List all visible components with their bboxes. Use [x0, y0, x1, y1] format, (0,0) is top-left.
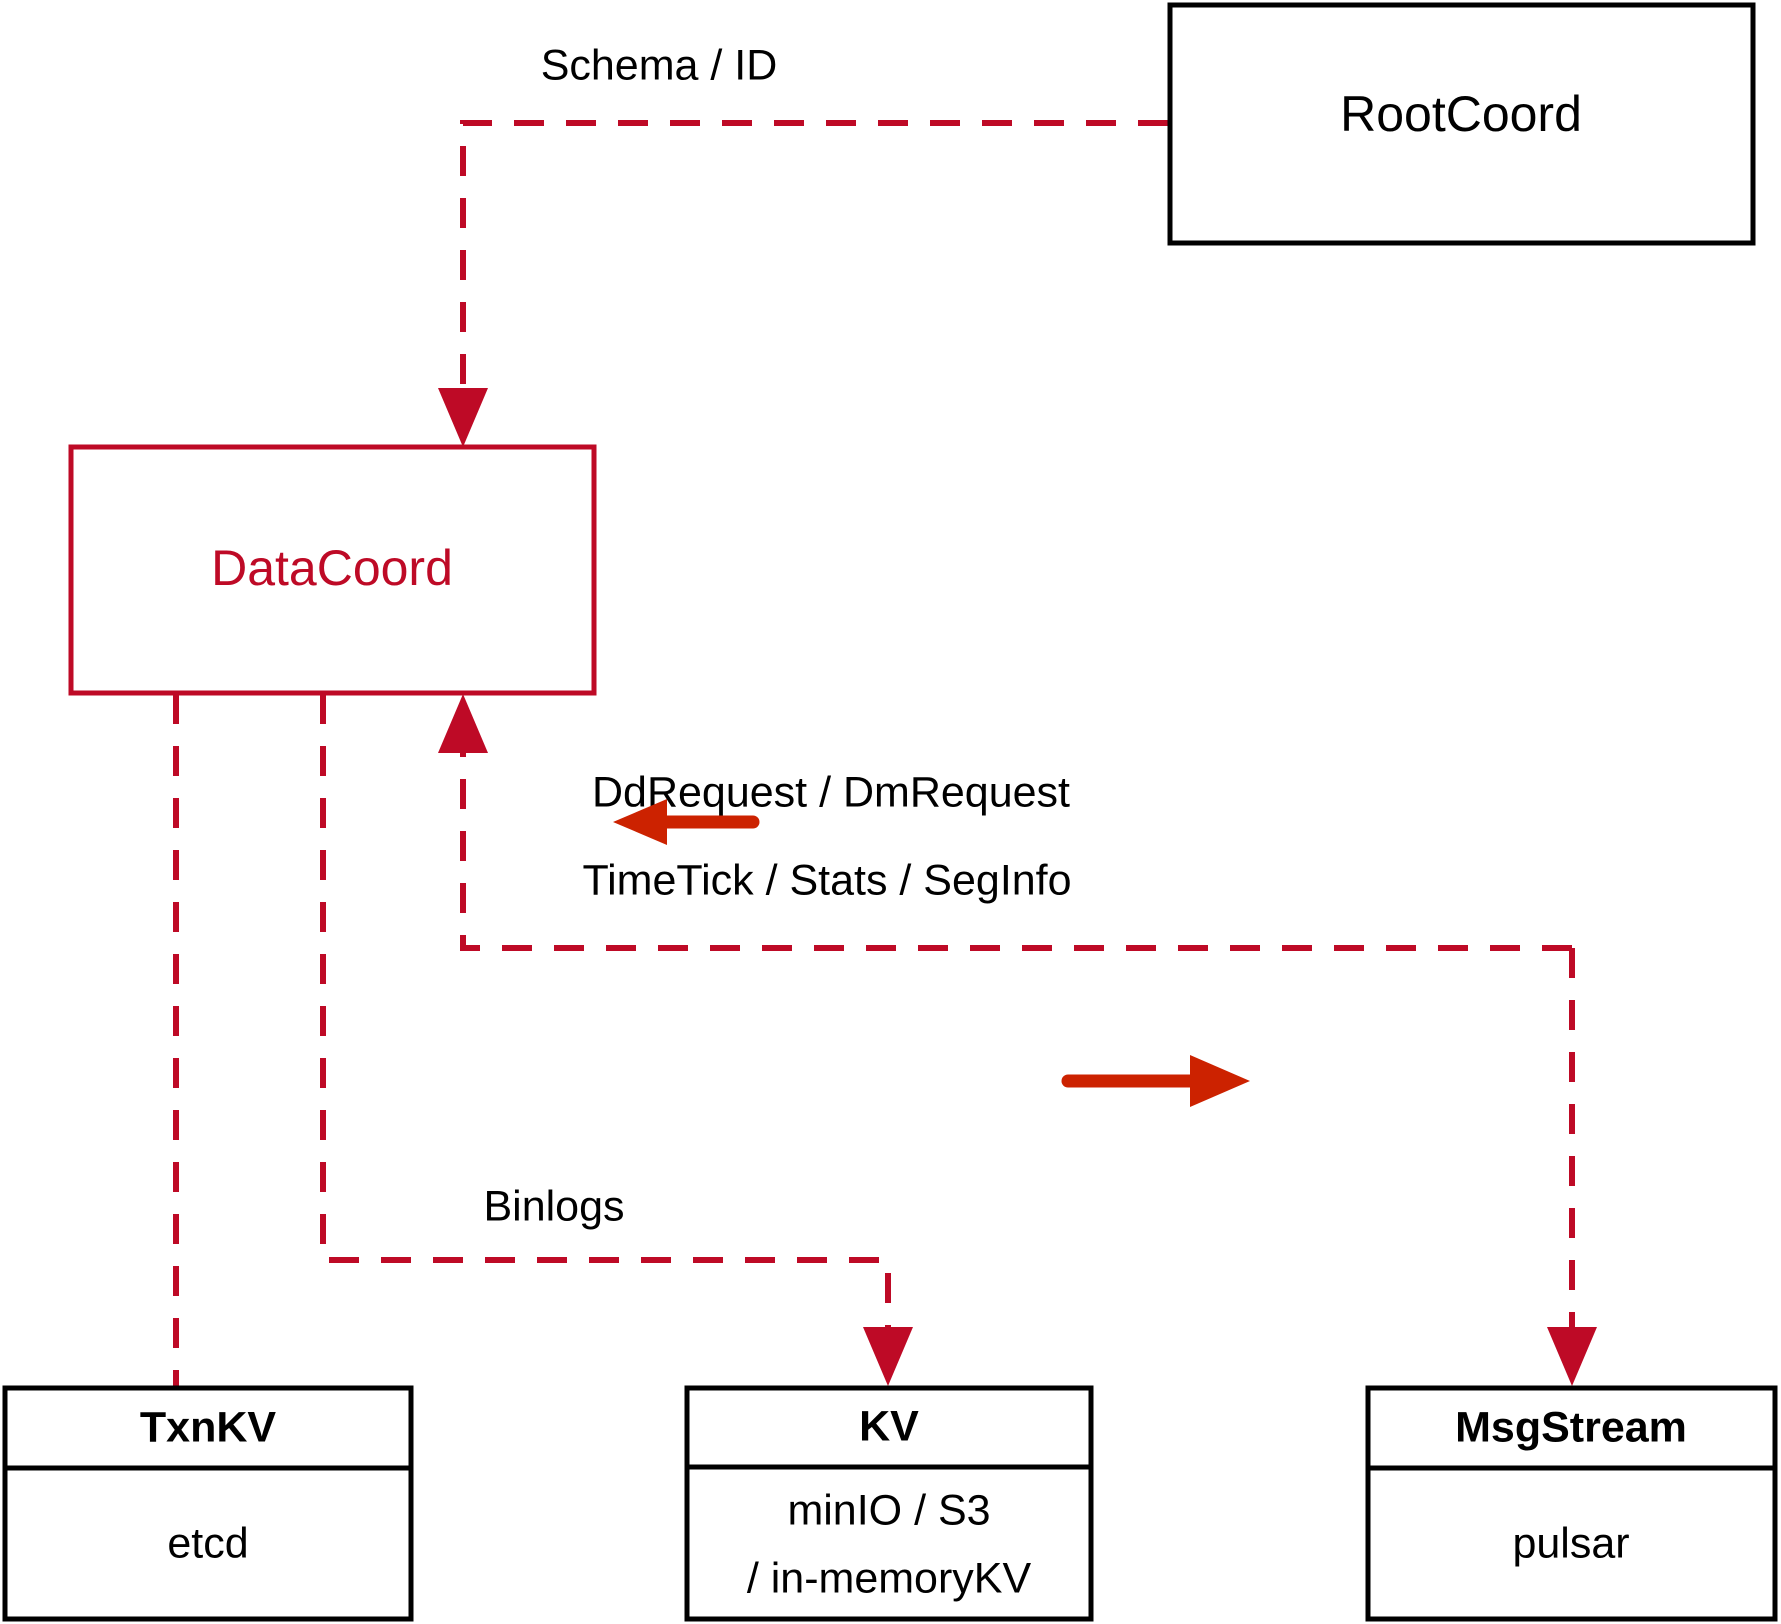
node-txnkv-box[interactable] — [2, 1385, 414, 1622]
node-rootcoord-box[interactable] — [1167, 2, 1756, 246]
edge-dd-dm-request: DdRequest / DmRequest — [438, 694, 1572, 951]
edge-schema-id-label: Schema / ID — [541, 41, 778, 89]
edge-binlogs-label: Binlogs — [483, 1182, 624, 1230]
edge-binlogs-path — [320, 694, 891, 1358]
node-txnkv[interactable]: TxnKV etcd — [2, 1385, 414, 1622]
left-arrow-icon — [613, 799, 760, 845]
edge-schema-id-arrowhead — [438, 388, 488, 447]
node-txnkv-subtitle: etcd — [167, 1519, 248, 1567]
node-kv-subtitle-line1: minIO / S3 — [787, 1486, 990, 1534]
edge-dd-dm-request-arrowhead — [438, 694, 488, 753]
node-msgstream-title: MsgStream — [1455, 1403, 1687, 1451]
right-arrow-icon — [1061, 1055, 1250, 1107]
edge-schema-id: Schema / ID — [438, 41, 1168, 447]
edge-binlogs-arrowhead — [863, 1327, 913, 1386]
node-datacoord-title: DataCoord — [211, 540, 453, 596]
node-kv[interactable]: KV minIO / S3 / in-memoryKV — [684, 1385, 1094, 1622]
edge-timetick-arrowhead — [1547, 1327, 1597, 1386]
node-msgstream-box[interactable] — [1365, 1385, 1778, 1622]
edge-timetick-label: TimeTick / Stats / SegInfo — [582, 856, 1071, 904]
node-kv-title: KV — [859, 1402, 919, 1450]
node-txnkv-title: TxnKV — [140, 1403, 277, 1451]
node-rootcoord[interactable]: RootCoord — [1167, 2, 1756, 246]
edge-schema-id-path — [460, 120, 1168, 420]
node-kv-box[interactable] — [684, 1385, 1094, 1622]
node-msgstream-subtitle: pulsar — [1512, 1519, 1629, 1567]
node-datacoord[interactable]: DataCoord — [68, 444, 597, 696]
edge-timetick-stats-seginfo: TimeTick / Stats / SegInfo — [582, 856, 1597, 1386]
edge-dd-dm-request-path — [460, 722, 1572, 951]
node-kv-subtitle-line2: / in-memoryKV — [747, 1554, 1032, 1602]
edge-dd-dm-request-label: DdRequest / DmRequest — [592, 768, 1070, 816]
node-rootcoord-title: RootCoord — [1340, 86, 1582, 142]
edge-binlogs: Binlogs — [320, 694, 913, 1386]
node-msgstream[interactable]: MsgStream pulsar — [1365, 1385, 1778, 1622]
node-datacoord-box[interactable] — [68, 444, 597, 696]
